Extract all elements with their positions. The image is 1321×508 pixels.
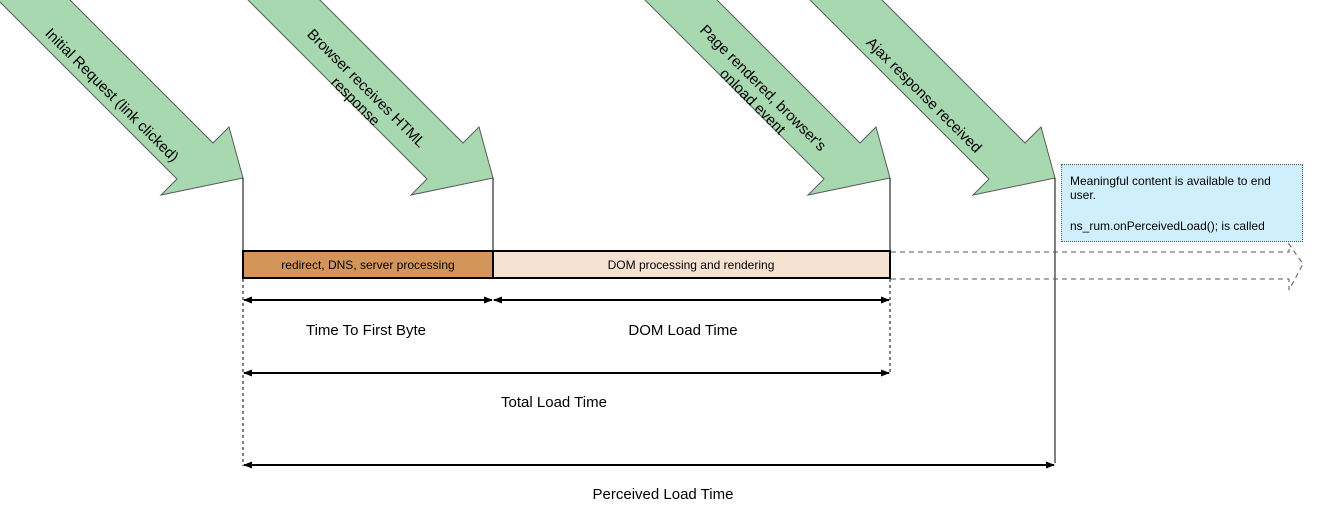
span-label-total-load: Total Load Time (501, 394, 607, 411)
event-arrow-html-response: Browser receives HTML response (247, 0, 494, 196)
span-label-ttfb: Time To First Byte (306, 322, 426, 339)
event-arrow-shape (644, 0, 891, 196)
span-label-dom-load: DOM Load Time (628, 322, 737, 339)
note-meaningful-content: Meaningful content is available to end u… (1070, 174, 1271, 202)
phase-bar-dom (492, 250, 891, 279)
event-arrow-shape (0, 0, 244, 196)
continuation-arrow (891, 242, 1304, 291)
event-arrow-initial-request: Initial Request (link clicked) (0, 0, 244, 196)
phase-bar-server (242, 250, 494, 279)
perceived-load-note: Meaningful content is available to end u… (1061, 164, 1303, 242)
phase-bar-server-label: redirect, DNS, server processing (281, 258, 454, 272)
phase-bar-dom-label: DOM processing and rendering (608, 258, 775, 272)
note-callback: ns_rum.onPerceivedLoad(); is called (1070, 219, 1265, 233)
span-label-perceived-load: Perceived Load Time (593, 486, 734, 503)
event-arrow-shape (809, 0, 1056, 196)
event-arrow-shape (247, 0, 494, 196)
